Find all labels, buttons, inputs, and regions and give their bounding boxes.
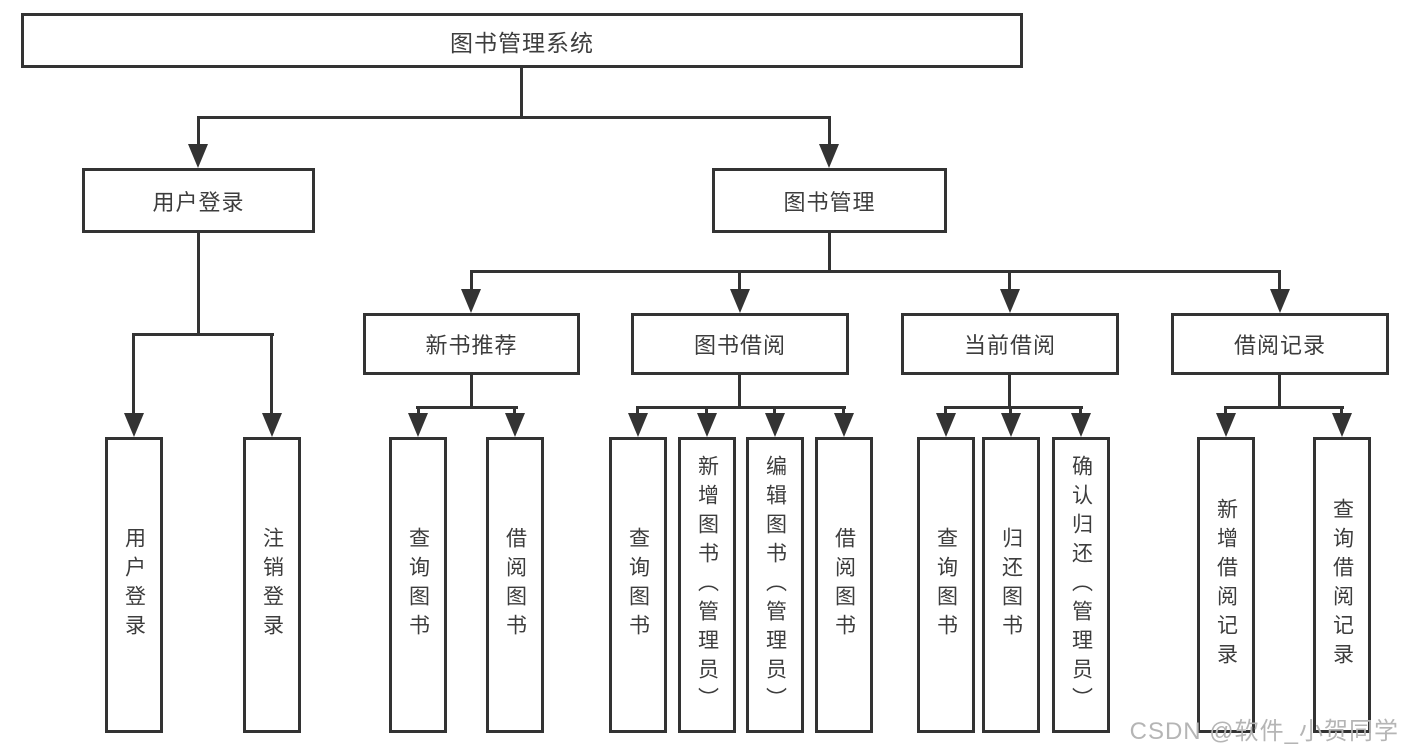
arrow-down-icon (730, 289, 750, 313)
connector-to-logout-leaf (270, 333, 273, 421)
node-new-book-recommend: 新书推荐 (363, 313, 580, 375)
node-edit-books-admin: 编辑图书（管理员） (746, 437, 804, 733)
arrow-down-icon (1332, 413, 1352, 437)
connector-root-split (197, 116, 831, 119)
arrow-down-icon (1001, 413, 1021, 437)
connector-book-borrowing-stem (738, 375, 741, 408)
connector-root-stem (520, 68, 523, 118)
node-borrow-books-newbook: 借阅图书 (486, 437, 544, 733)
arrow-down-icon (188, 144, 208, 168)
connector-current-borrowing-stem (1008, 375, 1011, 408)
arrow-down-icon (461, 289, 481, 313)
node-confirm-return-admin: 确认归还（管理员） (1052, 437, 1110, 733)
arrow-down-icon (1000, 289, 1020, 313)
connector-to-current-borrowing (1008, 270, 1011, 294)
arrow-down-icon (1270, 289, 1290, 313)
connector-borrowing-records-stem (1278, 375, 1281, 408)
arrow-down-icon (765, 413, 785, 437)
arrow-down-icon (505, 413, 525, 437)
arrow-down-icon (819, 144, 839, 168)
arrow-down-icon (1216, 413, 1236, 437)
connector-user-login-stem (197, 233, 200, 335)
arrow-down-icon (936, 413, 956, 437)
node-book-management-system: 图书管理系统 (21, 13, 1023, 68)
node-user-login: 用户登录 (105, 437, 163, 733)
node-book-borrowing: 图书借阅 (631, 313, 849, 375)
node-borrowing-records: 借阅记录 (1171, 313, 1389, 375)
connector-to-user-login-leaf (132, 333, 135, 421)
node-borrow-books-borrowing: 借阅图书 (815, 437, 873, 733)
arrow-down-icon (697, 413, 717, 437)
node-query-books-borrowing: 查询图书 (609, 437, 667, 733)
connector-user-login-split (132, 333, 274, 336)
node-return-books: 归还图书 (982, 437, 1040, 733)
connector-to-new-book (470, 270, 473, 294)
node-query-books-newbook: 查询图书 (389, 437, 447, 733)
connector-to-borrowing-records (1278, 270, 1281, 294)
connector-to-user-login-branch (197, 116, 200, 148)
arrow-down-icon (124, 413, 144, 437)
node-current-borrowing: 当前借阅 (901, 313, 1119, 375)
connector-new-book-stem (470, 375, 473, 408)
arrow-down-icon (408, 413, 428, 437)
node-add-books-admin: 新增图书（管理员） (678, 437, 736, 733)
node-query-borrow-record: 查询借阅记录 (1313, 437, 1371, 733)
connector-current-borrowing-split (944, 406, 1083, 409)
node-logout: 注销登录 (243, 437, 301, 733)
connector-new-book-split (416, 406, 518, 409)
arrow-down-icon (1071, 413, 1091, 437)
arrow-down-icon (834, 413, 854, 437)
csdn-watermark: CSDN @软件_小贺同学 (1129, 718, 1399, 745)
arrow-down-icon (262, 413, 282, 437)
connector-book-mgmt-split (470, 270, 1280, 273)
node-add-borrow-record: 新增借阅记录 (1197, 437, 1255, 733)
connector-borrowing-records-split (1224, 406, 1344, 409)
connector-to-book-borrowing (738, 270, 741, 294)
connector-book-borrowing-split (636, 406, 846, 409)
node-query-books-current: 查询图书 (917, 437, 975, 733)
node-user-login-branch: 用户登录 (82, 168, 315, 233)
connector-book-mgmt-stem (828, 233, 831, 273)
connector-to-book-management (828, 116, 831, 148)
node-book-management: 图书管理 (712, 168, 947, 233)
arrow-down-icon (628, 413, 648, 437)
